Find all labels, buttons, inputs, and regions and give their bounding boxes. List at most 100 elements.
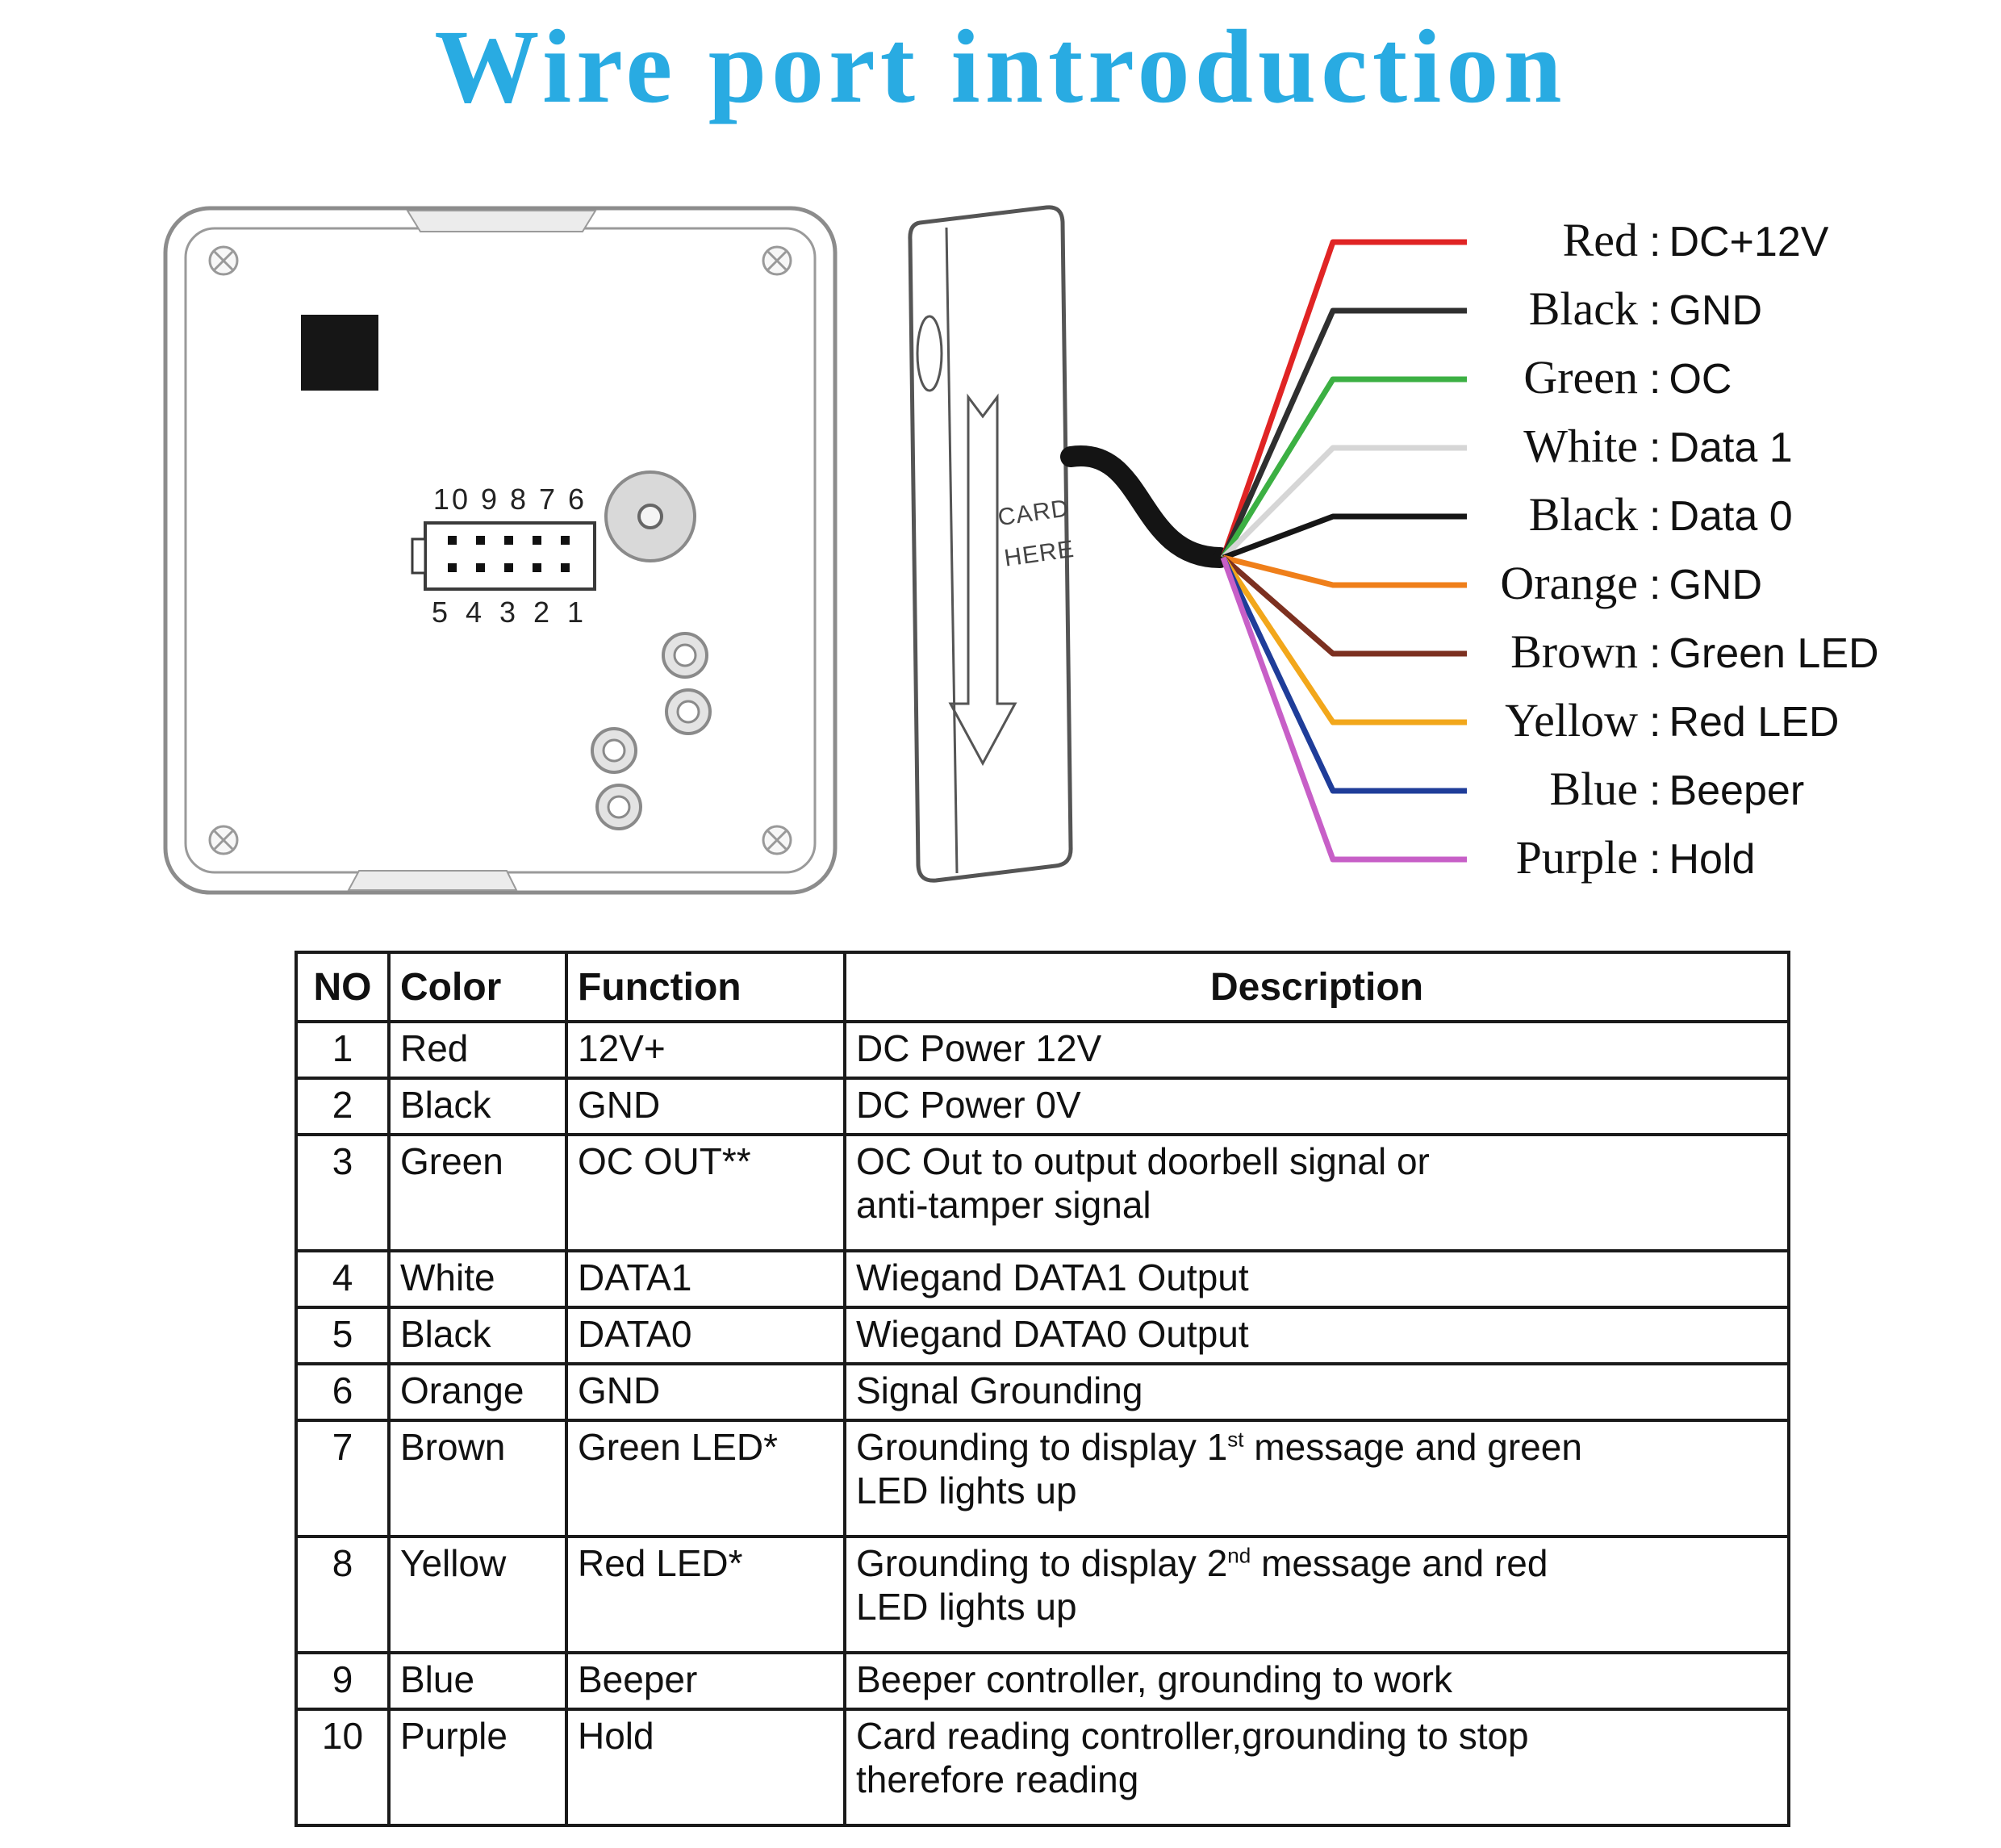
wire-signal: OC	[1669, 356, 1732, 403]
table-row: 6 Orange GND Signal Grounding	[295, 1362, 1790, 1422]
wire-white	[1221, 445, 1467, 560]
cell-no: 3	[295, 1133, 391, 1252]
cell-function: GND	[565, 1362, 846, 1422]
wire-signal: Red LED	[1669, 699, 1840, 746]
wire-color-name: Green	[1523, 351, 1638, 403]
screw-icon	[762, 825, 792, 855]
chip	[301, 315, 378, 391]
wire-color-name: White	[1523, 420, 1638, 472]
table-row: 1 Red 12V+ DC Power 12V	[295, 1020, 1790, 1080]
cell-color: Yellow	[387, 1535, 568, 1654]
mounting-hole	[591, 727, 637, 774]
cell-no: 4	[295, 1249, 391, 1309]
wire-color-name: Yellow	[1505, 694, 1638, 746]
cell-function: Beeper	[565, 1651, 846, 1711]
wire-color-name: Black	[1528, 488, 1638, 541]
wire-label-yellow: Yellow : Red LED	[1477, 693, 1839, 751]
wire-color-name: Purple	[1515, 831, 1638, 884]
cell-function: DATA0	[565, 1306, 846, 1365]
cell-no: 8	[295, 1535, 391, 1654]
cell-color: Black	[387, 1077, 568, 1136]
mounting-hole	[662, 632, 708, 679]
wire-brown	[1221, 555, 1467, 657]
table-row: 3 Green OC OUT** OC Out to output doorbe…	[295, 1133, 1790, 1252]
screw-icon	[208, 825, 239, 855]
header-color: Color	[387, 951, 568, 1023]
table-row: 2 Black GND DC Power 0V	[295, 1077, 1790, 1136]
cell-no: 9	[295, 1651, 391, 1711]
wire-red	[1220, 239, 1467, 559]
wire-color-name: Orange	[1500, 557, 1638, 609]
wire-signal: GND	[1669, 562, 1763, 608]
cell-no: 1	[295, 1020, 391, 1080]
cell-description: Wiegand DATA0 Output	[843, 1306, 1790, 1365]
wire-orange	[1222, 554, 1467, 588]
wire-signal: Data 0	[1669, 493, 1793, 540]
page-title: Wire port introduction	[434, 9, 1567, 125]
cell-description: OC Out to output doorbell signal or anti…	[843, 1133, 1790, 1252]
cable	[1060, 445, 1230, 568]
wire-signal: GND	[1669, 287, 1763, 334]
table-row: 10 Purple Hold Card reading controller,g…	[295, 1708, 1790, 1827]
table-row: 5 Black DATA0 Wiegand DATA0 Output	[295, 1306, 1790, 1365]
card-here-label: CARD HERE	[996, 495, 1076, 572]
cell-description: DC Power 0V	[843, 1077, 1790, 1136]
mounting-hole	[665, 688, 712, 735]
wire-label-orange: Orange : GND	[1477, 556, 1762, 614]
wire-signal: DC+12V	[1669, 219, 1829, 265]
cell-no: 7	[295, 1419, 391, 1538]
cell-description: Grounding to display 1st message and gre…	[843, 1419, 1790, 1538]
bottom-mount-tab	[347, 870, 518, 891]
cell-function: OC OUT**	[565, 1133, 846, 1252]
cell-color: Purple	[387, 1708, 568, 1827]
cell-color: Blue	[387, 1651, 568, 1711]
wire-label-brown: Brown : Green LED	[1477, 625, 1878, 683]
wire-label-black: Black : GND	[1477, 282, 1762, 340]
table-row: 8 Yellow Red LED* Grounding to display 2…	[295, 1535, 1790, 1654]
wire-color-name: Blue	[1549, 763, 1638, 815]
wire-signal: Hold	[1669, 836, 1756, 883]
cell-no: 5	[295, 1306, 391, 1365]
table-header-row: NO Color Function Description	[295, 951, 1790, 1023]
cell-no: 10	[295, 1708, 391, 1827]
reader-side-view	[908, 205, 1073, 883]
header-description: Description	[843, 951, 1790, 1023]
wire-black0	[1222, 513, 1467, 561]
connector-pin-numbers-top: 10 9 8 7 6	[432, 483, 587, 516]
cell-function: 12V+	[565, 1020, 846, 1080]
wire-label-red: Red : DC+12V	[1477, 213, 1829, 271]
wire-color-name: Black	[1528, 282, 1638, 335]
wiring-diagram	[163, 205, 1467, 895]
header-function: Function	[565, 951, 846, 1023]
cell-function: DATA1	[565, 1249, 846, 1309]
wire-signal: Beeper	[1669, 767, 1805, 814]
pin-connector	[411, 521, 596, 591]
table-row: 7 Brown Green LED* Grounding to display …	[295, 1419, 1790, 1538]
connector-pin-numbers-bottom: 5 4 3 2 1	[431, 596, 589, 629]
screw-icon	[762, 245, 792, 276]
cell-color: Orange	[387, 1362, 568, 1422]
cell-function: Red LED*	[565, 1535, 846, 1654]
wire-label-green: Green : OC	[1477, 350, 1732, 408]
cell-function: Green LED*	[565, 1419, 846, 1538]
card-direction-arrow	[948, 393, 1017, 767]
cell-color: Green	[387, 1133, 568, 1252]
cell-function: Hold	[565, 1708, 846, 1827]
top-mount-tab	[406, 210, 597, 232]
cell-description: Wiegand DATA1 Output	[843, 1249, 1790, 1309]
wire-black	[1220, 307, 1467, 559]
cell-description: Grounding to display 2nd message and red…	[843, 1535, 1790, 1654]
wire-signal: Data 1	[1669, 424, 1793, 471]
cell-description: DC Power 12V	[843, 1020, 1790, 1080]
cell-color: Brown	[387, 1419, 568, 1538]
side-slot	[916, 315, 943, 392]
wire-label-black0: Black : Data 0	[1477, 487, 1793, 546]
wire-label-white: White : Data 1	[1477, 419, 1793, 477]
cell-color: Red	[387, 1020, 568, 1080]
header-no: NO	[295, 951, 391, 1023]
wire-table: NO Color Function Description 1 Red 12V+…	[295, 951, 1790, 1827]
wire-yellow	[1221, 556, 1467, 725]
cell-no: 6	[295, 1362, 391, 1422]
screw-icon	[208, 245, 239, 276]
